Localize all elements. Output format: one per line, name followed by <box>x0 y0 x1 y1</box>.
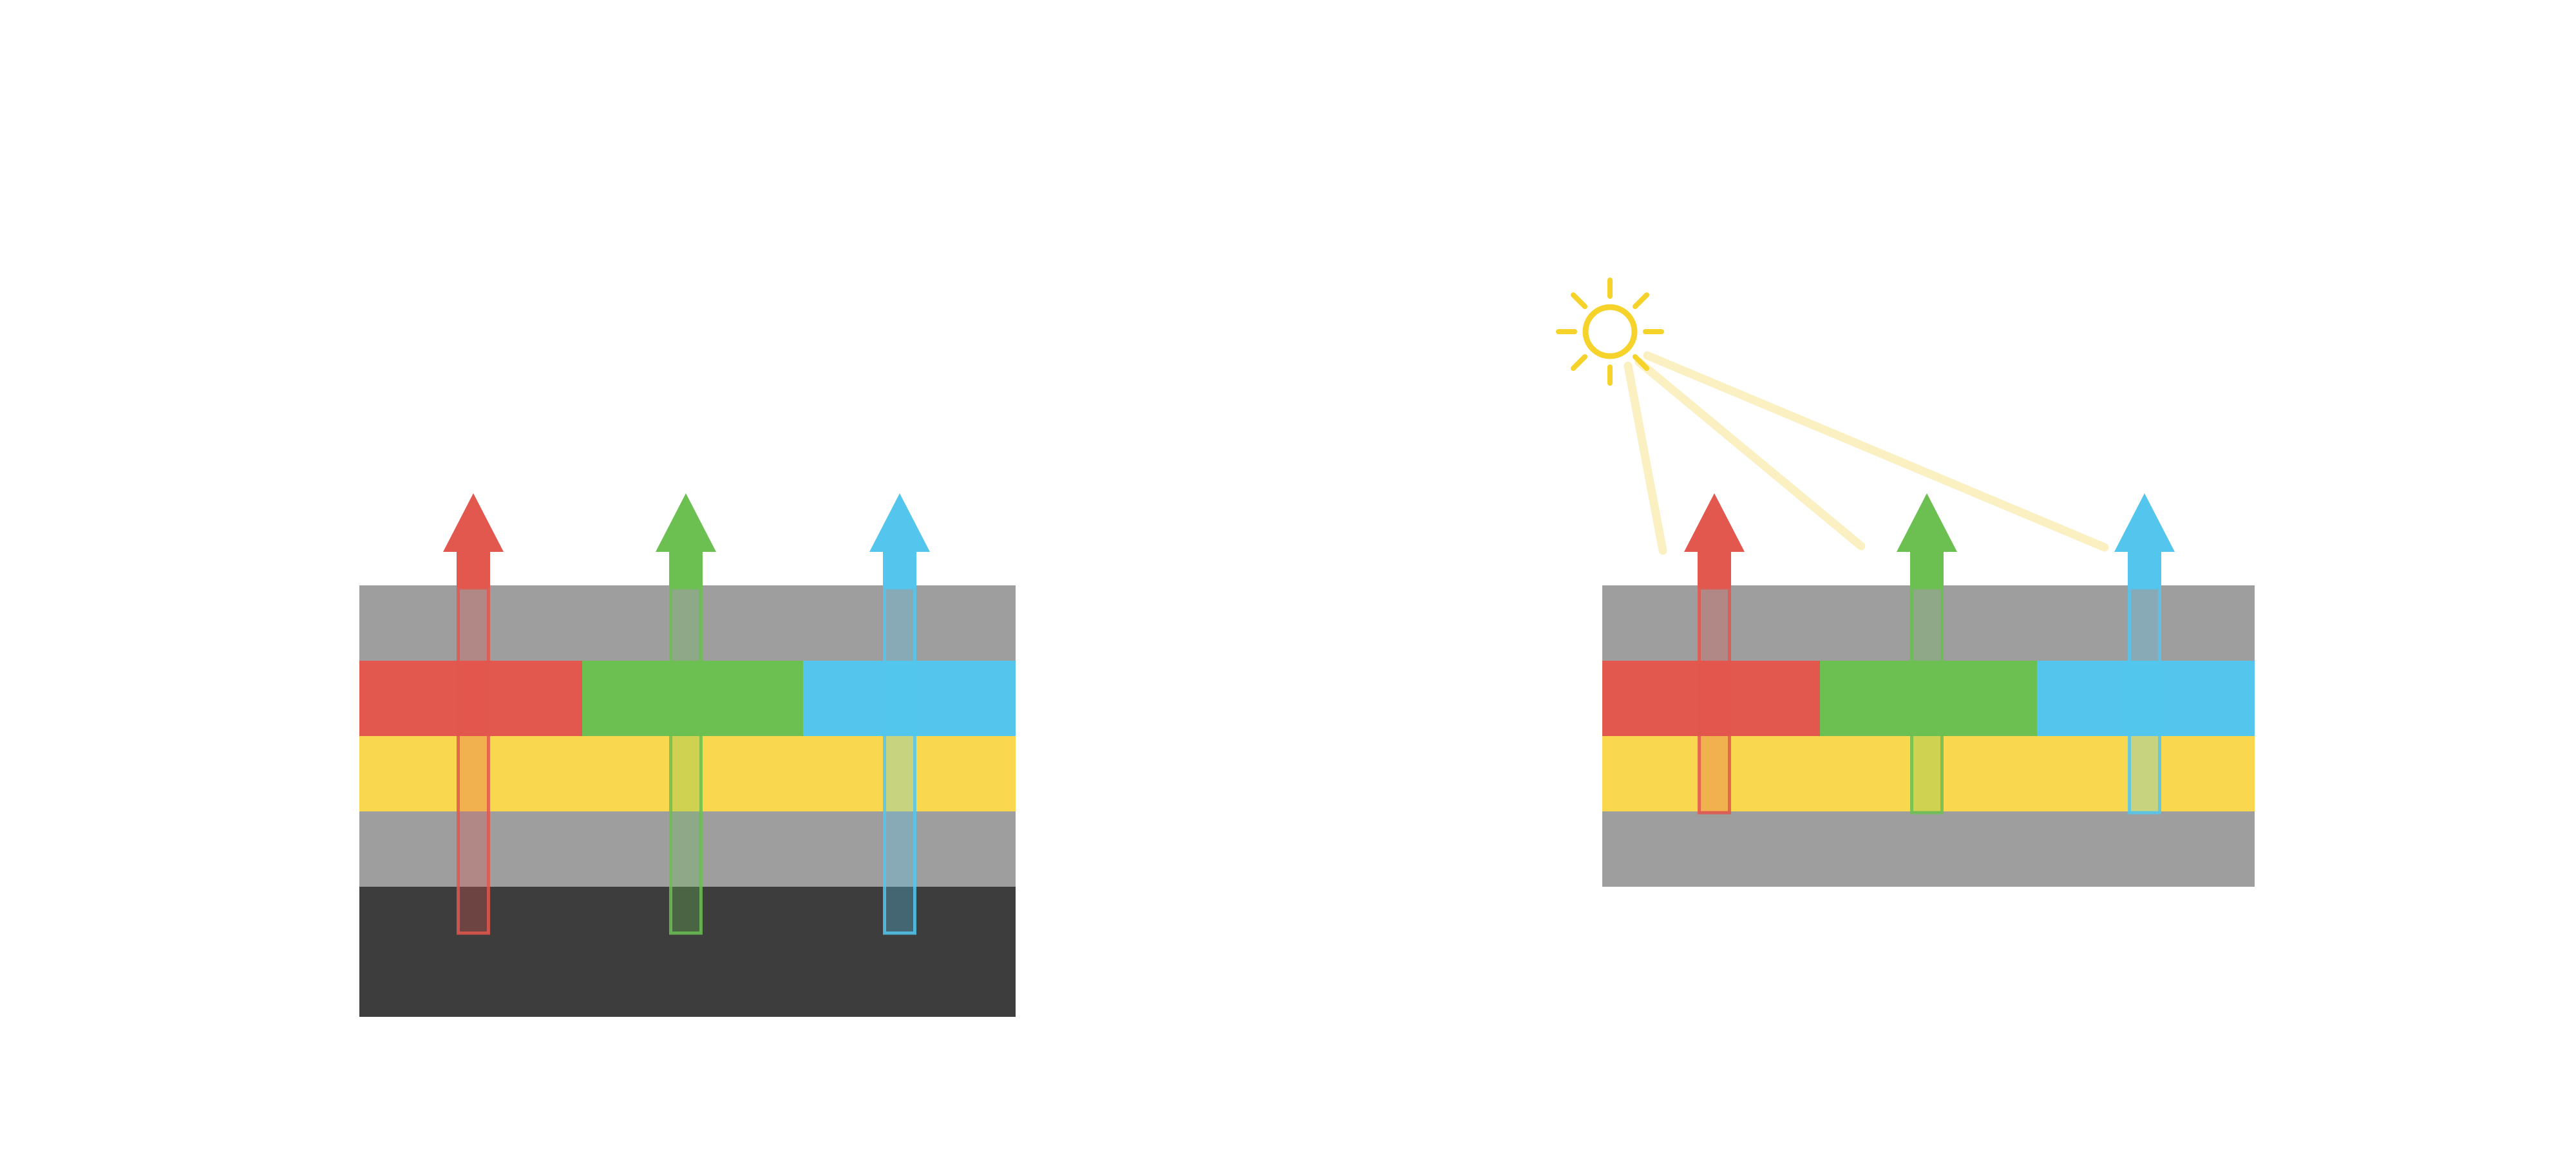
arrow-head <box>656 493 716 552</box>
left-color-filter-green <box>582 661 803 736</box>
sun-rays <box>1556 278 1664 386</box>
light-beam <box>1643 351 2109 552</box>
sun-disc <box>1582 304 1638 359</box>
light-beams-icon <box>1624 351 2109 555</box>
left-green-up-arrow-icon <box>656 493 716 935</box>
arrow-head <box>1684 493 1745 552</box>
arrow-shaft-solid <box>2128 551 2161 588</box>
right-gray-top-layer <box>1602 585 2255 661</box>
left-gray-top-layer <box>359 585 1016 661</box>
arrow-head <box>1897 493 1957 552</box>
arrow-head <box>2114 493 2175 552</box>
arrow-shaft-translucent <box>2128 586 2161 815</box>
light-beam <box>1634 357 1866 551</box>
arrow-shaft-solid <box>1910 551 1944 588</box>
right-red-up-arrow-icon <box>1684 493 1745 815</box>
arrow-shaft-solid <box>1698 551 1731 588</box>
left-color-filter-red <box>359 661 582 736</box>
arrow-head <box>869 493 930 552</box>
left-gray-bottom-layer <box>359 811 1016 887</box>
arrow-shaft-solid <box>457 551 490 588</box>
right-color-filter-cyan <box>2037 661 2255 736</box>
arrow-shaft-translucent <box>457 586 490 935</box>
right-cyan-up-arrow-icon <box>2114 493 2175 815</box>
arrow-shaft-translucent <box>883 586 916 935</box>
left-red-up-arrow-icon <box>443 493 504 935</box>
left-color-filter-cyan <box>803 661 1016 736</box>
arrow-shaft-translucent <box>669 586 703 935</box>
arrow-shaft-solid <box>669 551 703 588</box>
right-yellow-layer <box>1602 736 2255 811</box>
left-yellow-layer <box>359 736 1016 811</box>
right-color-filter-red <box>1602 661 1820 736</box>
arrow-shaft-solid <box>883 551 916 588</box>
left-cyan-up-arrow-icon <box>869 493 930 935</box>
light-beam <box>1624 361 1667 555</box>
right-color-filter-green <box>1820 661 2037 736</box>
arrow-head <box>443 493 504 552</box>
sun-icon <box>1556 278 1664 386</box>
right-gray-bottom-layer <box>1602 811 2255 887</box>
right-green-up-arrow-icon <box>1897 493 1957 815</box>
left-dark-backlight-layer <box>359 887 1016 1017</box>
arrow-shaft-translucent <box>1910 586 1944 815</box>
arrow-shaft-translucent <box>1698 586 1731 815</box>
